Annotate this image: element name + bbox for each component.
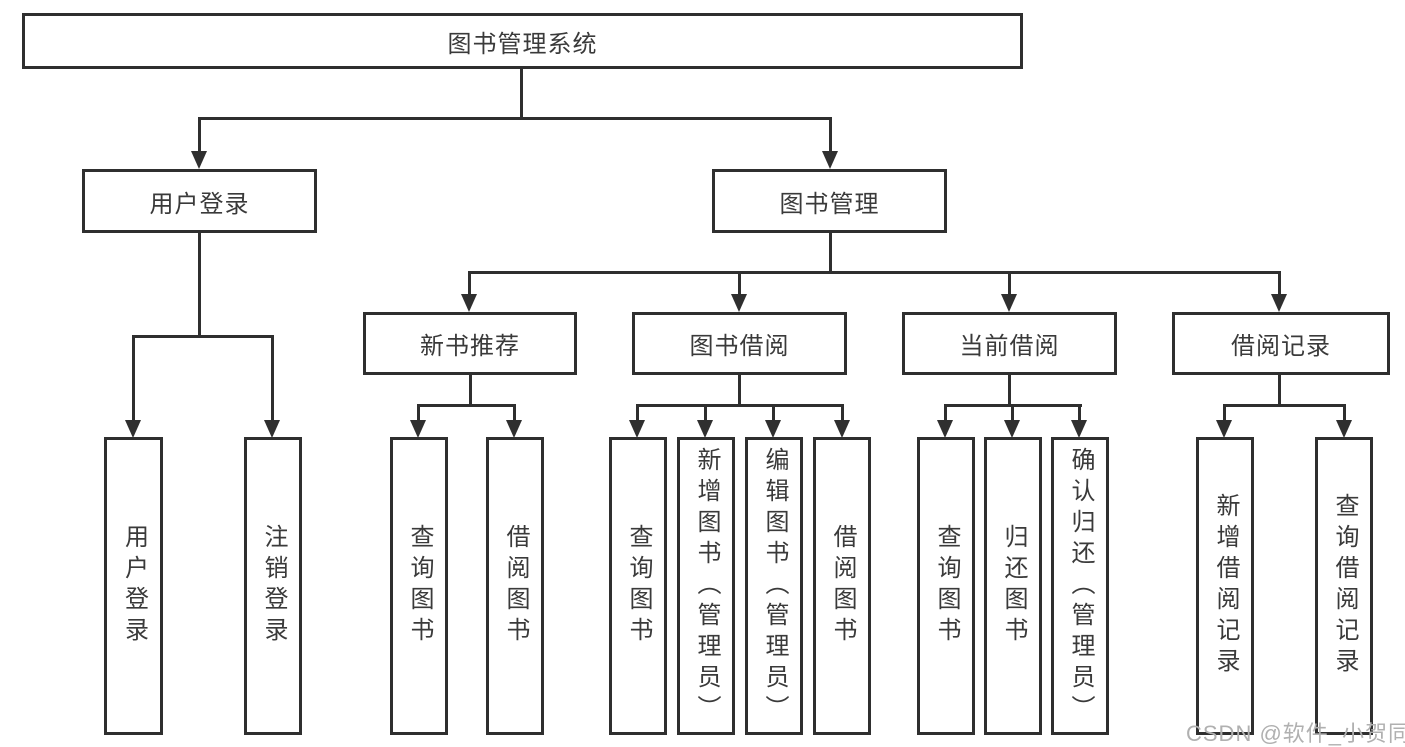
connector-line bbox=[1223, 404, 1346, 407]
leaf-borrow-book: 借阅图书 bbox=[813, 437, 871, 735]
leaf-confirm-return-admin: 确认归还（管理员） bbox=[1051, 437, 1109, 735]
connector-line bbox=[520, 69, 523, 118]
connector-line bbox=[944, 404, 947, 424]
connector-line bbox=[469, 375, 472, 407]
connector-line bbox=[841, 404, 844, 424]
connector-line bbox=[468, 271, 471, 299]
connector-line bbox=[1278, 375, 1281, 407]
connector-line bbox=[772, 404, 775, 424]
node-label: 查询图书 bbox=[625, 524, 652, 648]
connector-line bbox=[1278, 271, 1281, 299]
arrow-down-icon bbox=[1001, 294, 1017, 312]
csdn-watermark: CSDN @软件_小贺同学 bbox=[1186, 721, 1405, 746]
connector-line bbox=[198, 117, 832, 120]
connector-line bbox=[1008, 375, 1011, 407]
node-borrow-record: 借阅记录 bbox=[1172, 312, 1390, 375]
node-label: 借阅图书 bbox=[829, 524, 856, 648]
connector-line bbox=[738, 375, 741, 407]
arrow-down-icon bbox=[629, 420, 645, 438]
arrow-down-icon bbox=[1071, 420, 1087, 438]
node-label: 新增图书（管理员） bbox=[693, 446, 720, 726]
connector-line bbox=[1008, 271, 1011, 299]
leaf-add-borrow-record: 新增借阅记录 bbox=[1196, 437, 1254, 735]
node-new-book-recommend: 新书推荐 bbox=[363, 312, 577, 375]
node-label: 编辑图书（管理员） bbox=[761, 446, 788, 726]
node-label: 图书管理系统 bbox=[447, 30, 598, 58]
node-label: 借阅记录 bbox=[1231, 333, 1331, 360]
node-label: 图书借阅 bbox=[689, 333, 790, 360]
connector-line bbox=[271, 335, 274, 424]
arrow-down-icon bbox=[461, 294, 477, 312]
arrow-down-icon bbox=[731, 294, 747, 312]
connector-line bbox=[1078, 404, 1081, 424]
node-label: 新增借阅记录 bbox=[1212, 493, 1239, 679]
leaf-user-login: 用户登录 bbox=[104, 437, 163, 735]
arrow-down-icon bbox=[506, 420, 522, 438]
node-library-management-system: 图书管理系统 bbox=[22, 13, 1023, 69]
connector-line bbox=[132, 335, 274, 338]
leaf-add-book-admin: 新增图书（管理员） bbox=[677, 437, 735, 735]
arrow-down-icon bbox=[1271, 294, 1287, 312]
connector-line bbox=[417, 404, 516, 407]
arrow-down-icon bbox=[765, 420, 781, 438]
connector-line bbox=[636, 404, 844, 407]
connector-line bbox=[829, 117, 832, 155]
leaf-recommend-query-book: 查询图书 bbox=[390, 437, 448, 735]
arrow-down-icon bbox=[937, 420, 953, 438]
leaf-current-query-book: 查询图书 bbox=[917, 437, 975, 735]
connector-line bbox=[132, 335, 135, 424]
node-book-management: 图书管理 bbox=[712, 169, 947, 233]
arrow-down-icon bbox=[1004, 420, 1020, 438]
arrow-down-icon bbox=[834, 420, 850, 438]
node-label: 查询图书 bbox=[406, 524, 433, 648]
arrow-down-icon bbox=[125, 420, 141, 438]
connector-line bbox=[468, 271, 1281, 274]
node-label: 新书推荐 bbox=[420, 333, 520, 360]
node-label: 图书管理 bbox=[779, 190, 880, 218]
connector-line bbox=[1343, 404, 1346, 424]
connector-line bbox=[1011, 404, 1014, 424]
node-label: 确认归还（管理员） bbox=[1067, 446, 1094, 726]
leaf-edit-book-admin: 编辑图书（管理员） bbox=[745, 437, 803, 735]
connector-line bbox=[636, 404, 639, 424]
node-label: 查询图书 bbox=[933, 524, 960, 648]
leaf-return-book: 归还图书 bbox=[984, 437, 1042, 735]
leaf-query-borrow-record: 查询借阅记录 bbox=[1315, 437, 1373, 735]
connector-line bbox=[198, 233, 201, 338]
arrow-down-icon bbox=[822, 151, 838, 169]
connector-line bbox=[417, 404, 420, 424]
arrow-down-icon bbox=[410, 420, 426, 438]
arrow-down-icon bbox=[264, 420, 280, 438]
node-label: 注销登录 bbox=[260, 524, 287, 648]
node-label: 归还图书 bbox=[1000, 524, 1027, 648]
arrow-down-icon bbox=[1216, 420, 1232, 438]
node-label: 当前借阅 bbox=[959, 333, 1060, 360]
connector-line bbox=[198, 117, 201, 155]
node-label: 用户登录 bbox=[149, 190, 250, 218]
node-label: 查询借阅记录 bbox=[1331, 493, 1358, 679]
arrow-down-icon bbox=[191, 151, 207, 169]
connector-line bbox=[704, 404, 707, 424]
node-label: 用户登录 bbox=[120, 524, 148, 648]
node-label: 借阅图书 bbox=[502, 524, 529, 648]
node-book-borrow: 图书借阅 bbox=[632, 312, 847, 375]
connector-line bbox=[513, 404, 516, 424]
connector-line bbox=[738, 271, 741, 299]
connector-line bbox=[829, 233, 832, 274]
leaf-recommend-borrow-book: 借阅图书 bbox=[486, 437, 544, 735]
arrow-down-icon bbox=[697, 420, 713, 438]
leaf-borrow-query-book: 查询图书 bbox=[609, 437, 667, 735]
node-current-borrow: 当前借阅 bbox=[902, 312, 1117, 375]
connector-line bbox=[1223, 404, 1226, 424]
node-user-login: 用户登录 bbox=[82, 169, 317, 233]
leaf-logout: 注销登录 bbox=[244, 437, 302, 735]
arrow-down-icon bbox=[1336, 420, 1352, 438]
